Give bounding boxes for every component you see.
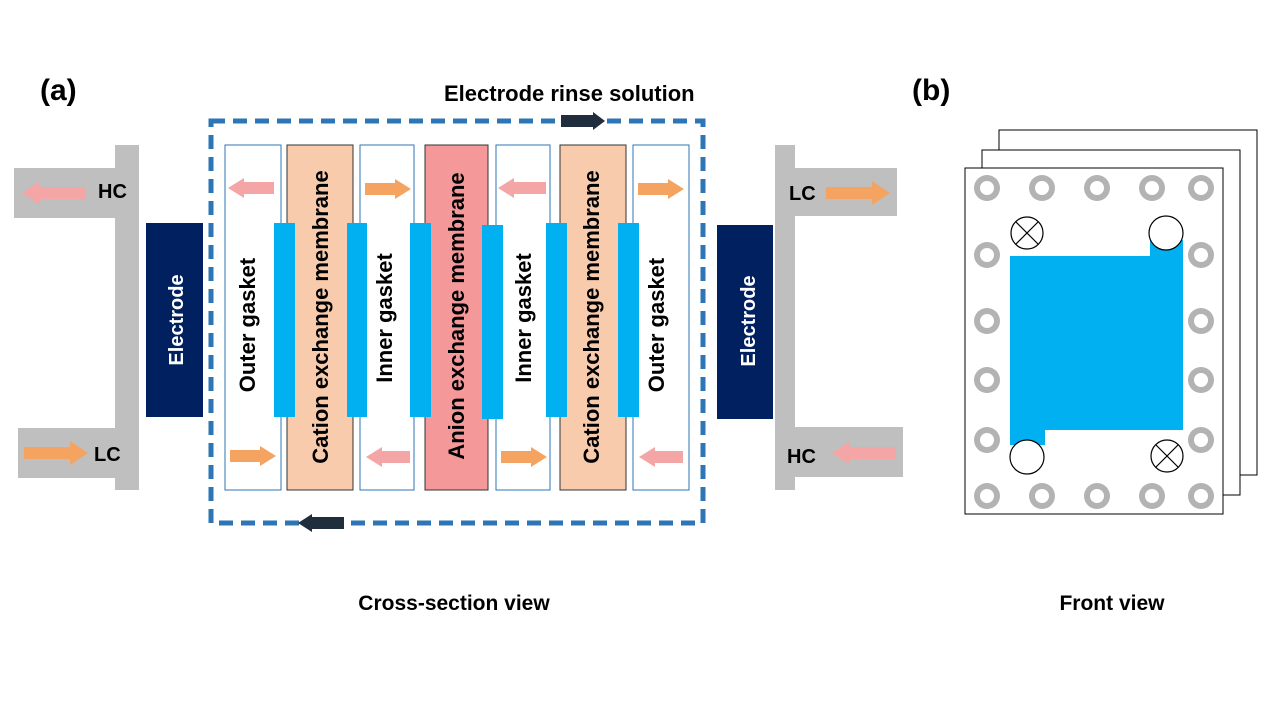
bolt-hole-center <box>1035 181 1049 195</box>
spacer-1 <box>274 223 295 417</box>
outer-gasket-right <box>632 144 690 491</box>
left-lc-arrow <box>24 441 88 465</box>
rinse-loop-dashed <box>208 118 706 526</box>
bolt-hole-center <box>1145 181 1159 195</box>
right-pipe-vertical <box>775 145 795 490</box>
spacer-bars <box>274 223 639 419</box>
inner-gasket-right <box>495 144 551 491</box>
rinse-arrow-top <box>561 112 605 130</box>
front-view-caption: Front view <box>1059 592 1165 615</box>
cem-left-label: Cation exchange membrane <box>308 170 333 463</box>
bolt-hole-center <box>980 181 994 195</box>
rinse-label: Electrode rinse solution <box>444 81 695 106</box>
channel-arrows <box>228 178 684 467</box>
cem-right <box>559 144 627 491</box>
bolt-hole-center <box>1194 373 1208 387</box>
left-hc-label: HC <box>98 181 127 203</box>
right-hc-arrow <box>832 441 896 465</box>
inner-gasket-right-label: Inner gasket <box>511 253 536 383</box>
right-lc-label: LC <box>789 183 816 205</box>
bolt-holes <box>974 175 1214 509</box>
open-port-bottom-left <box>1009 439 1045 475</box>
left-lc-label: LC <box>94 444 121 466</box>
panel-b-label: (b) <box>912 74 950 107</box>
flow-channel-area <box>1010 240 1183 445</box>
bolt-hole-center <box>1194 489 1208 503</box>
outer-gasket-left-label: Outer gasket <box>235 257 260 392</box>
rinse-arrow-bottom <box>298 514 344 532</box>
arrow-inner-right-top <box>498 178 546 198</box>
spacer-5 <box>546 223 567 417</box>
outer-gasket-right-label: Outer gasket <box>644 257 669 392</box>
bolt-hole-center <box>1194 433 1208 447</box>
aem-label: Anion exchange membrane <box>444 172 469 459</box>
left-electrode-label: Electrode <box>166 274 188 365</box>
cross-section-caption: Cross-section view <box>358 592 550 615</box>
stack-layers: Outer gasket Cation exchange membrane In… <box>224 144 690 491</box>
left-electrode <box>146 223 203 417</box>
closed-port-top-left <box>1010 216 1044 250</box>
panel-a-label: (a) <box>40 74 77 107</box>
closed-port-bottom-right <box>1150 439 1184 473</box>
bolt-hole-center <box>1194 181 1208 195</box>
arrow-inner-left-bottom <box>366 447 410 467</box>
bolt-hole-center <box>1194 248 1208 262</box>
right-electrode <box>717 225 773 419</box>
bolt-hole-center <box>1035 489 1049 503</box>
spacer-6 <box>618 223 639 417</box>
spacer-2 <box>347 223 367 417</box>
bolt-hole-center <box>980 314 994 328</box>
bolt-hole-center <box>980 489 994 503</box>
bolt-hole-center <box>1090 181 1104 195</box>
bolt-hole-center <box>1090 489 1104 503</box>
right-hc-label: HC <box>787 446 816 468</box>
aem <box>424 144 489 491</box>
right-electrode-label: Electrode <box>738 275 760 366</box>
arrow-outer-left-bottom <box>230 446 276 466</box>
bolt-hole-center <box>980 373 994 387</box>
right-lc-arrow <box>826 181 890 205</box>
open-port-top-right <box>1148 215 1184 251</box>
arrow-inner-left-top <box>365 179 411 199</box>
spacer-3 <box>410 223 431 417</box>
spacer-4 <box>482 225 503 419</box>
front-view <box>964 129 1258 515</box>
bolt-hole-center <box>1145 489 1159 503</box>
bolt-hole-center <box>1194 314 1208 328</box>
bolt-hole-center <box>980 433 994 447</box>
inner-gasket-left-label: Inner gasket <box>372 253 397 383</box>
arrow-outer-right-bottom <box>639 447 683 467</box>
arrow-outer-right-top <box>638 179 684 199</box>
arrow-outer-left-top <box>228 178 274 198</box>
bolt-hole-center <box>980 248 994 262</box>
cem-right-label: Cation exchange membrane <box>579 170 604 463</box>
arrow-inner-right-bottom <box>501 447 547 467</box>
left-hc-arrow <box>22 181 86 205</box>
